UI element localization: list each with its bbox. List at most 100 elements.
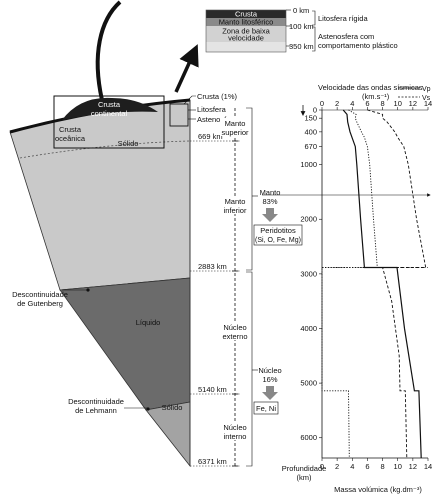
crust-percent-label: Crusta (1%) bbox=[197, 92, 238, 101]
y-tick-label: 0 bbox=[313, 106, 317, 115]
inset-crust-layer bbox=[206, 10, 286, 18]
inset-depth-0: 0 km bbox=[293, 6, 309, 15]
ylabel-1: Profundidade bbox=[282, 464, 327, 473]
lower-mantle-label-2: inferior bbox=[224, 206, 247, 215]
x-tick-label-top: 4 bbox=[350, 99, 354, 108]
series-group bbox=[321, 109, 427, 459]
x-tick-label-bottom: 2 bbox=[335, 462, 339, 471]
ylabel-2: (km) bbox=[297, 473, 312, 482]
discontinuity-labels: Descontinuidade de Gutenberg Descontinui… bbox=[12, 288, 150, 415]
lehmann-label-2: de Lehmann bbox=[75, 406, 117, 415]
upper-lower-mantle-boundary bbox=[19, 140, 191, 159]
legend-vp: Vp bbox=[422, 86, 431, 93]
inset-lvz-layer bbox=[206, 26, 286, 42]
core-elements-box bbox=[253, 401, 279, 415]
core-down-arrow-icon bbox=[262, 386, 278, 400]
outer-core-label-1: Núcleo bbox=[223, 323, 246, 332]
inset-depth-100: 100 km bbox=[289, 22, 314, 31]
depth-2883: 2883 km bbox=[198, 262, 227, 271]
globe-zoom-box bbox=[53, 95, 165, 149]
x-tick-label-top: 8 bbox=[380, 99, 384, 108]
liquid-core-label: Líquido bbox=[136, 318, 161, 327]
oceanic-crust-label-2: oceânica bbox=[55, 134, 86, 143]
x-tick-label-top: 14 bbox=[424, 99, 432, 108]
plot-frame bbox=[321, 109, 428, 459]
inset-lvz-label-2: velocidade bbox=[228, 34, 264, 43]
series-line-Vs bbox=[321, 109, 378, 459]
y-tick-label: 3000 bbox=[300, 269, 317, 278]
depth-6371: 6371 km bbox=[198, 457, 227, 466]
series-line-Vp bbox=[367, 109, 427, 459]
x-tick-label-bottom: 10 bbox=[394, 462, 402, 471]
y-tick-label: 4000 bbox=[300, 324, 317, 333]
depth-5140: 5140 km bbox=[198, 385, 227, 394]
continental-crust-label-2: continental bbox=[91, 109, 128, 118]
depth-669: 669 km bbox=[198, 132, 223, 141]
inset-asthenosphere-layer bbox=[206, 42, 286, 52]
y-tick-label: 6000 bbox=[300, 433, 317, 442]
x-tick-label-bottom: 6 bbox=[365, 462, 369, 471]
x-tick-label-top: 12 bbox=[409, 99, 417, 108]
solid-core-label: Sólido bbox=[162, 403, 183, 412]
velocity-density-chart: Velocidade das ondas sísmicas (km.s⁻¹) V… bbox=[282, 83, 432, 494]
x-tick-label-top: 0 bbox=[320, 99, 324, 108]
layer-column: Manto superior Manto inferior Núcleo ext… bbox=[220, 108, 250, 467]
legend-vs: Vs bbox=[422, 95, 431, 102]
xlabel-bottom: Massa volúmica (kg.dm⁻³) bbox=[334, 485, 422, 494]
y-tick-label: 670 bbox=[304, 142, 317, 151]
mantle-down-arrow-icon bbox=[262, 208, 278, 222]
continental-crust-label-1: Crusta bbox=[98, 100, 121, 109]
outer-core-region bbox=[59, 277, 191, 411]
y-tick-label: 1000 bbox=[300, 160, 317, 169]
mantle-region bbox=[9, 99, 191, 291]
x-tick-label-bottom: 0 bbox=[320, 462, 324, 471]
upper-mantle-label-2: superior bbox=[221, 128, 249, 137]
x-tick-label-top: 10 bbox=[394, 99, 402, 108]
series-line-density bbox=[342, 109, 422, 459]
lehmann-label-1: Descontinuidade bbox=[68, 397, 124, 406]
inset-asthenosphere-note-1: Astenosfera com bbox=[318, 32, 374, 41]
solid-mantle-label: Sólido bbox=[118, 139, 139, 148]
peridotite-elements: (Si, O, Fe, Mg) bbox=[255, 237, 301, 244]
y-tick-label: 2000 bbox=[300, 215, 317, 224]
upper-mantle-label-1: Manto bbox=[225, 119, 246, 128]
chart-title: Velocidade das ondas sísmicas bbox=[318, 83, 423, 92]
inset-lvz-label-1: Zona de baixa bbox=[222, 27, 270, 36]
lithosphere-zoom-box bbox=[169, 103, 189, 127]
x-tick-label-bottom: 14 bbox=[424, 462, 432, 471]
peridotite-box bbox=[253, 224, 303, 246]
inset-asthenosphere-note-2: comportamento plástico bbox=[318, 41, 398, 50]
y-tick-label: 150 bbox=[304, 114, 317, 123]
gutenberg-label-2: de Gutenberg bbox=[17, 299, 63, 308]
x-tick-label-top: 2 bbox=[335, 99, 339, 108]
inner-core-label-2: interno bbox=[224, 432, 247, 441]
inset-mantle-label: Manto litosférico bbox=[219, 18, 274, 27]
composition-column: Manto 83% Peridotitos (Si, O, Fe, Mg) Nú… bbox=[246, 107, 303, 467]
inset-mantle-layer bbox=[206, 18, 286, 26]
lithosphere-label: Litosfera bbox=[197, 105, 227, 114]
asthenosphere-label: Astenosfera bbox=[197, 115, 238, 124]
continental-crust-shape bbox=[62, 97, 158, 120]
lower-mantle-label-1: Manto bbox=[225, 197, 246, 206]
zoom-arrow bbox=[174, 44, 199, 93]
earth-wedge: Crusta continental Crusta oceânica Sólid… bbox=[9, 95, 191, 468]
lithosphere-inset: Crusta Manto litosférico Zona de baixa v… bbox=[205, 6, 398, 53]
outer-core-label-2: externo bbox=[222, 332, 247, 341]
core-pct-label-1: Núcleo bbox=[258, 366, 281, 375]
inset-depth-350: 350 km bbox=[289, 42, 314, 51]
x-tick-label-bottom: 4 bbox=[350, 462, 354, 471]
core-pct-label-2: 16% bbox=[262, 375, 277, 384]
inset-crust-label: Crusta bbox=[235, 10, 258, 19]
lithosphere-callouts: Crusta (1%) Litosfera Astenosfera bbox=[183, 92, 238, 124]
boundary-depths: 669 km 2883 km 5140 km 6371 km bbox=[190, 132, 240, 467]
chart-units: (km.s⁻¹) bbox=[362, 92, 390, 101]
y-tick-label: 5000 bbox=[300, 379, 317, 388]
x-tick-label-top: 6 bbox=[365, 99, 369, 108]
gutenberg-label-1: Descontinuidade bbox=[12, 290, 68, 299]
x-tick-label-bottom: 12 bbox=[409, 462, 417, 471]
peridotite-label: Peridotitos bbox=[260, 226, 296, 235]
mantle-pct-label-2: 83% bbox=[262, 197, 277, 206]
inset-lithosphere-note: Litosfera rígida bbox=[318, 14, 368, 23]
